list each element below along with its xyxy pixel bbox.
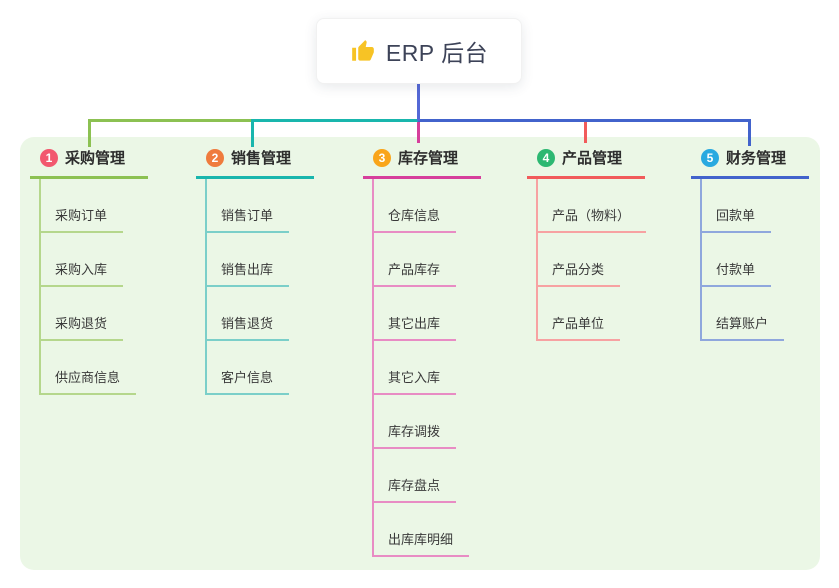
child-item[interactable]: 采购入库 xyxy=(41,233,124,287)
child-item[interactable]: 销售退货 xyxy=(207,287,290,341)
branch-label: 采购管理 xyxy=(65,150,126,167)
child-item[interactable]: 采购订单 xyxy=(41,179,124,233)
bus-connector-sales xyxy=(251,119,418,122)
child-item[interactable]: 付款单 xyxy=(702,233,772,287)
branch-label: 财务管理 xyxy=(726,150,787,167)
branch-children: 产品（物料） 产品分类 产品单位 xyxy=(536,179,647,341)
child-item[interactable]: 供应商信息 xyxy=(41,341,137,395)
badge-2: 2 xyxy=(206,148,224,167)
child-item[interactable]: 结算账户 xyxy=(702,287,785,341)
child-item[interactable]: 销售订单 xyxy=(207,179,290,233)
branch-children: 销售订单 销售出库 销售退货 客户信息 xyxy=(205,179,314,395)
root-node[interactable]: ERP 后台 xyxy=(316,18,522,84)
bus-connector-purchase xyxy=(88,119,253,122)
badge-5: 5 xyxy=(701,148,719,167)
drop-connector-product xyxy=(584,122,587,143)
branch-children: 采购订单 采购入库 采购退货 供应商信息 xyxy=(39,179,148,395)
branch-inventory: 3 库存管理 仓库信息 产品库存 其它出库 其它入库 库存调拨 库存盘点 出库库… xyxy=(363,137,481,557)
thumbs-up-icon xyxy=(350,38,376,64)
badge-1: 1 xyxy=(40,148,58,167)
child-item[interactable]: 产品（物料） xyxy=(538,179,647,233)
child-item[interactable]: 仓库信息 xyxy=(374,179,457,233)
badge-4: 4 xyxy=(537,148,555,167)
root-title: ERP 后台 xyxy=(385,40,489,66)
branch-sales: 2 销售管理 销售订单 销售出库 销售退货 客户信息 xyxy=(196,137,314,395)
bus-connector-finance xyxy=(418,119,751,122)
drop-connector-purchase xyxy=(88,119,91,147)
child-item[interactable]: 销售出库 xyxy=(207,233,290,287)
child-item[interactable]: 产品单位 xyxy=(538,287,621,341)
branch-title-finance[interactable]: 5 财务管理 xyxy=(691,137,809,179)
branch-label: 库存管理 xyxy=(398,150,459,167)
child-item[interactable]: 采购退货 xyxy=(41,287,124,341)
drop-connector-inventory xyxy=(417,122,420,143)
branch-title-sales[interactable]: 2 销售管理 xyxy=(196,137,314,179)
root-stem-connector xyxy=(417,84,420,121)
child-item[interactable]: 出库库明细 xyxy=(374,503,470,557)
drop-connector-finance xyxy=(748,119,751,146)
branch-label: 产品管理 xyxy=(562,150,623,167)
child-item[interactable]: 回款单 xyxy=(702,179,772,233)
branch-title-product[interactable]: 4 产品管理 xyxy=(527,137,645,179)
branch-product: 4 产品管理 产品（物料） 产品分类 产品单位 xyxy=(527,137,647,341)
mindmap-board-panel: 1 采购管理 采购订单 采购入库 采购退货 供应商信息 2 销售管理 销售订单 … xyxy=(20,137,820,570)
badge-3: 3 xyxy=(373,148,391,167)
branch-title-inventory[interactable]: 3 库存管理 xyxy=(363,137,481,179)
drop-connector-sales xyxy=(251,119,254,147)
child-item[interactable]: 其它出库 xyxy=(374,287,457,341)
branch-children: 回款单 付款单 结算账户 xyxy=(700,179,809,341)
branch-purchase: 1 采购管理 采购订单 采购入库 采购退货 供应商信息 xyxy=(30,137,148,395)
child-item[interactable]: 客户信息 xyxy=(207,341,290,395)
branch-finance: 5 财务管理 回款单 付款单 结算账户 xyxy=(691,137,809,341)
child-item[interactable]: 其它入库 xyxy=(374,341,457,395)
branch-title-purchase[interactable]: 1 采购管理 xyxy=(30,137,148,179)
branch-label: 销售管理 xyxy=(231,150,292,167)
child-item[interactable]: 库存调拨 xyxy=(374,395,457,449)
branch-children: 仓库信息 产品库存 其它出库 其它入库 库存调拨 库存盘点 出库库明细 xyxy=(372,179,481,557)
child-item[interactable]: 产品分类 xyxy=(538,233,621,287)
child-item[interactable]: 产品库存 xyxy=(374,233,457,287)
child-item[interactable]: 库存盘点 xyxy=(374,449,457,503)
